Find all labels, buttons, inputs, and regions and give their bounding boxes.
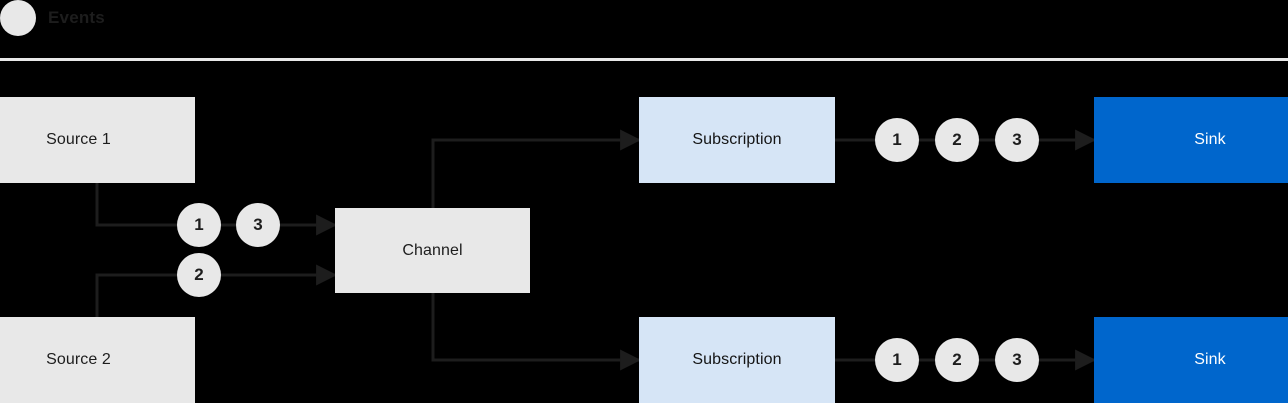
event-token: 3 bbox=[236, 203, 280, 247]
event-token: 2 bbox=[177, 253, 221, 297]
event-token: 3 bbox=[995, 338, 1039, 382]
node-sink-top[interactable]: Sink bbox=[1094, 97, 1288, 183]
header-divider bbox=[0, 58, 1288, 61]
events-dot-icon bbox=[0, 0, 36, 36]
event-token: 2 bbox=[935, 338, 979, 382]
connector-channel-to-subscription-top bbox=[431, 129, 642, 208]
node-source-2[interactable]: Source 2 bbox=[0, 317, 195, 403]
node-sink-bottom[interactable]: Sink bbox=[1094, 317, 1288, 403]
connector-channel-to-subscription-bottom bbox=[431, 293, 642, 371]
event-token: 1 bbox=[875, 338, 919, 382]
node-subscription-bottom[interactable]: Subscription bbox=[639, 317, 835, 403]
connector-source2-to-channel bbox=[95, 264, 338, 317]
node-source-1[interactable]: Source 1 bbox=[0, 97, 195, 183]
events-legend-label: Events bbox=[48, 8, 105, 27]
event-token: 1 bbox=[177, 203, 221, 247]
event-token: 3 bbox=[995, 118, 1039, 162]
node-channel[interactable]: Channel bbox=[335, 208, 530, 293]
event-token: 1 bbox=[875, 118, 919, 162]
node-subscription-top[interactable]: Subscription bbox=[639, 97, 835, 183]
events-legend: Events bbox=[0, 0, 105, 36]
event-token: 2 bbox=[935, 118, 979, 162]
